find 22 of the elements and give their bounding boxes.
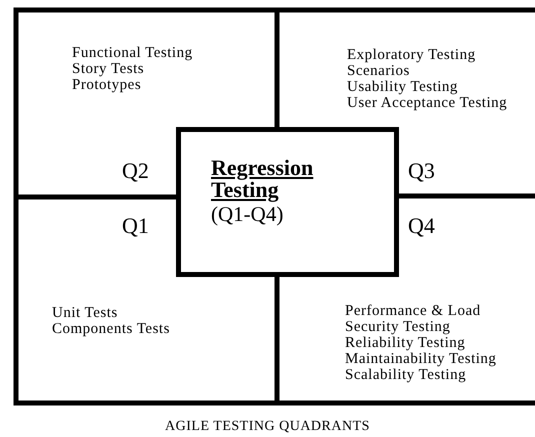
list-item: Unit Tests: [52, 305, 118, 321]
list-item: User Acceptance Testing: [347, 95, 508, 111]
diagram-caption: AGILE TESTING QUADRANTS: [164, 419, 371, 435]
list-item: Reliability Testing: [345, 335, 466, 351]
quadrant-label: Q4: [408, 214, 435, 238]
list-item: Performance & Load: [345, 303, 481, 319]
list-item: Maintainability Testing: [345, 351, 496, 367]
box-subtitle: (Q1-Q4): [211, 203, 284, 225]
quadrant-label: Q2: [122, 159, 149, 183]
list-item: Scalability Testing: [345, 367, 466, 383]
list-item: Exploratory Testing: [347, 47, 476, 63]
quadrant-label: Q3: [408, 159, 435, 183]
list-item: Prototypes: [72, 77, 142, 93]
list-item: Usability Testing: [347, 79, 458, 95]
list-item: Scenarios: [347, 63, 410, 79]
list-item: Components Tests: [52, 321, 170, 337]
box-title: Regression Testing: [211, 157, 314, 201]
list-item: Functional Testing: [72, 45, 193, 61]
quadrant-label: Q1: [122, 214, 149, 238]
list-item: Story Tests: [72, 61, 144, 77]
center-box: [176, 127, 399, 277]
list-item: Security Testing: [345, 319, 450, 335]
